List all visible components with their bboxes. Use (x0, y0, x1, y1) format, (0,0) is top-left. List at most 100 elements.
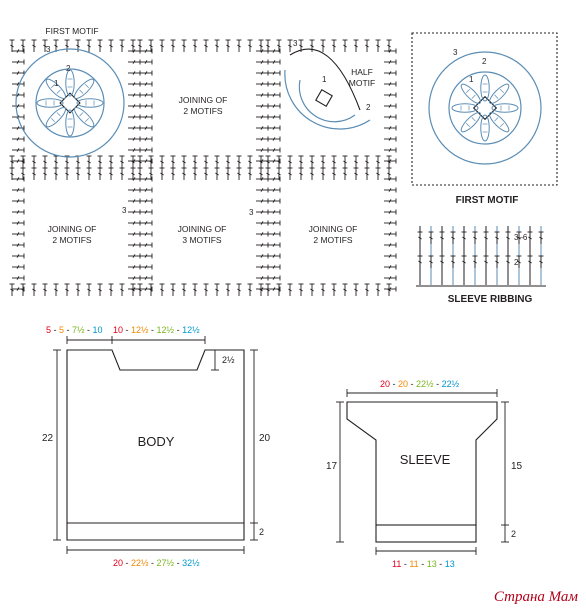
shoulder-size-3: 7½ (72, 325, 85, 335)
stitch-symbol (527, 231, 533, 245)
stitch-symbol (11, 147, 25, 153)
label-joining-3-line2: 3 MOTIFS (182, 235, 222, 245)
stitch-symbol (247, 39, 253, 53)
stitch-symbol (139, 136, 153, 142)
stitch-symbol (139, 125, 153, 131)
neck-size-2: 12½ (131, 325, 149, 335)
stitch-symbol (9, 283, 15, 297)
round-1-label: 1 (54, 79, 59, 88)
stitch-symbol (255, 187, 269, 193)
sleeve-top-size-1: 20 (380, 379, 390, 389)
stitch-symbol (236, 155, 242, 169)
stitch-symbol (148, 39, 154, 53)
stitch-symbol (127, 198, 141, 204)
body-neck-sizes: 10 - 12½ - 12½ - 12½ (113, 325, 200, 335)
stitch-symbol (11, 253, 25, 259)
stitch-symbol (159, 39, 165, 53)
round-3-label: 3 (46, 45, 51, 54)
stitch-symbol (75, 167, 81, 181)
stitch-symbol (20, 167, 26, 181)
stitch-symbol (472, 255, 478, 269)
stitch-symbol (375, 167, 381, 181)
stitch-symbol (267, 114, 281, 120)
stitch-symbol (181, 167, 187, 181)
stitch-symbol (309, 39, 315, 53)
stitch-symbol (267, 286, 281, 292)
stitch-symbol (225, 283, 231, 297)
stitch-symbol (214, 39, 220, 53)
stitch-symbol (364, 39, 370, 53)
stitch-symbol (127, 187, 141, 193)
stitch-symbol (53, 167, 59, 181)
sleeve-schematic: SLEEVE 17 15 2 20 - 20 - 22½ - 22½ 11 - … (326, 379, 523, 569)
stitch-symbol (159, 167, 165, 181)
stitch-symbol (11, 59, 25, 65)
stitch-symbol (31, 39, 37, 53)
stitch-symbol (137, 39, 143, 53)
body-right-height: 20 (259, 433, 271, 444)
stitch-symbol (11, 209, 25, 215)
stitch-symbol (309, 155, 315, 169)
stitch-symbol (42, 283, 48, 297)
stitch-symbol (127, 114, 141, 120)
stitch-symbol (137, 155, 143, 169)
stitch-symbol (148, 167, 154, 181)
stitch-symbol (364, 283, 370, 297)
stitch-symbol (287, 39, 293, 53)
stitch-symbol (139, 147, 153, 153)
stitch-symbol (108, 167, 114, 181)
stitch-symbol (139, 242, 153, 248)
stitch-symbol (287, 283, 293, 297)
stitch-symbol (298, 155, 304, 169)
joining-round-3-label: 3 (122, 206, 127, 215)
stitch-symbol (494, 255, 500, 269)
label-half-motif-line2: MOTIF (349, 78, 375, 88)
stitch-symbol (267, 48, 281, 54)
stitch-symbol (255, 198, 269, 204)
stitch-symbol (383, 103, 397, 109)
stitch-symbol (255, 264, 269, 270)
sleeve-ribbing-chart (416, 226, 546, 287)
stitch-symbol (159, 283, 165, 297)
stitch-symbol (42, 155, 48, 169)
joining3-round-3-label: 3 (249, 208, 254, 217)
stitch-symbol (139, 176, 153, 182)
stitch-symbol (170, 283, 176, 297)
stitch-symbol (298, 167, 304, 181)
stitch-symbol (139, 81, 153, 87)
stitch-symbol (139, 198, 153, 204)
label-first-motif-big: FIRST MOTIF (456, 195, 519, 206)
stitch-symbol (11, 103, 25, 109)
stitch-symbol (11, 198, 25, 204)
stitch-symbol (139, 187, 153, 193)
stitch-symbol (127, 48, 141, 54)
stitch-symbol (11, 275, 25, 281)
stitch-symbol (20, 39, 26, 53)
stitch-symbol (127, 209, 141, 215)
stitch-symbol (255, 242, 269, 248)
stitch-symbol (265, 167, 271, 181)
stitch-symbol (192, 155, 198, 169)
stitch-symbol (97, 39, 103, 53)
stitch-symbol (11, 242, 25, 248)
stitch-symbol (236, 39, 242, 53)
stitch-symbol (287, 167, 293, 181)
stitch-symbol (31, 167, 37, 181)
body-neck-depth: 2½ (222, 355, 235, 365)
stitch-symbol (383, 275, 397, 281)
stitch-symbol (236, 283, 242, 297)
stitch-symbol (9, 167, 15, 181)
stitch-symbol (108, 155, 114, 169)
stitch-symbol (64, 167, 70, 181)
neck-size-4: 12½ (182, 325, 200, 335)
stitch-symbol (192, 167, 198, 181)
stitch-symbol (11, 231, 25, 237)
label-first-motif: FIRST MOTIF (45, 26, 98, 36)
stitch-symbol (11, 158, 25, 164)
stitch-symbol (11, 70, 25, 76)
stitch-symbol (139, 209, 153, 215)
stitch-symbol (11, 187, 25, 193)
body-left-height: 22 (42, 433, 54, 444)
stitch-symbol (450, 255, 456, 269)
stitch-symbol (342, 283, 348, 297)
